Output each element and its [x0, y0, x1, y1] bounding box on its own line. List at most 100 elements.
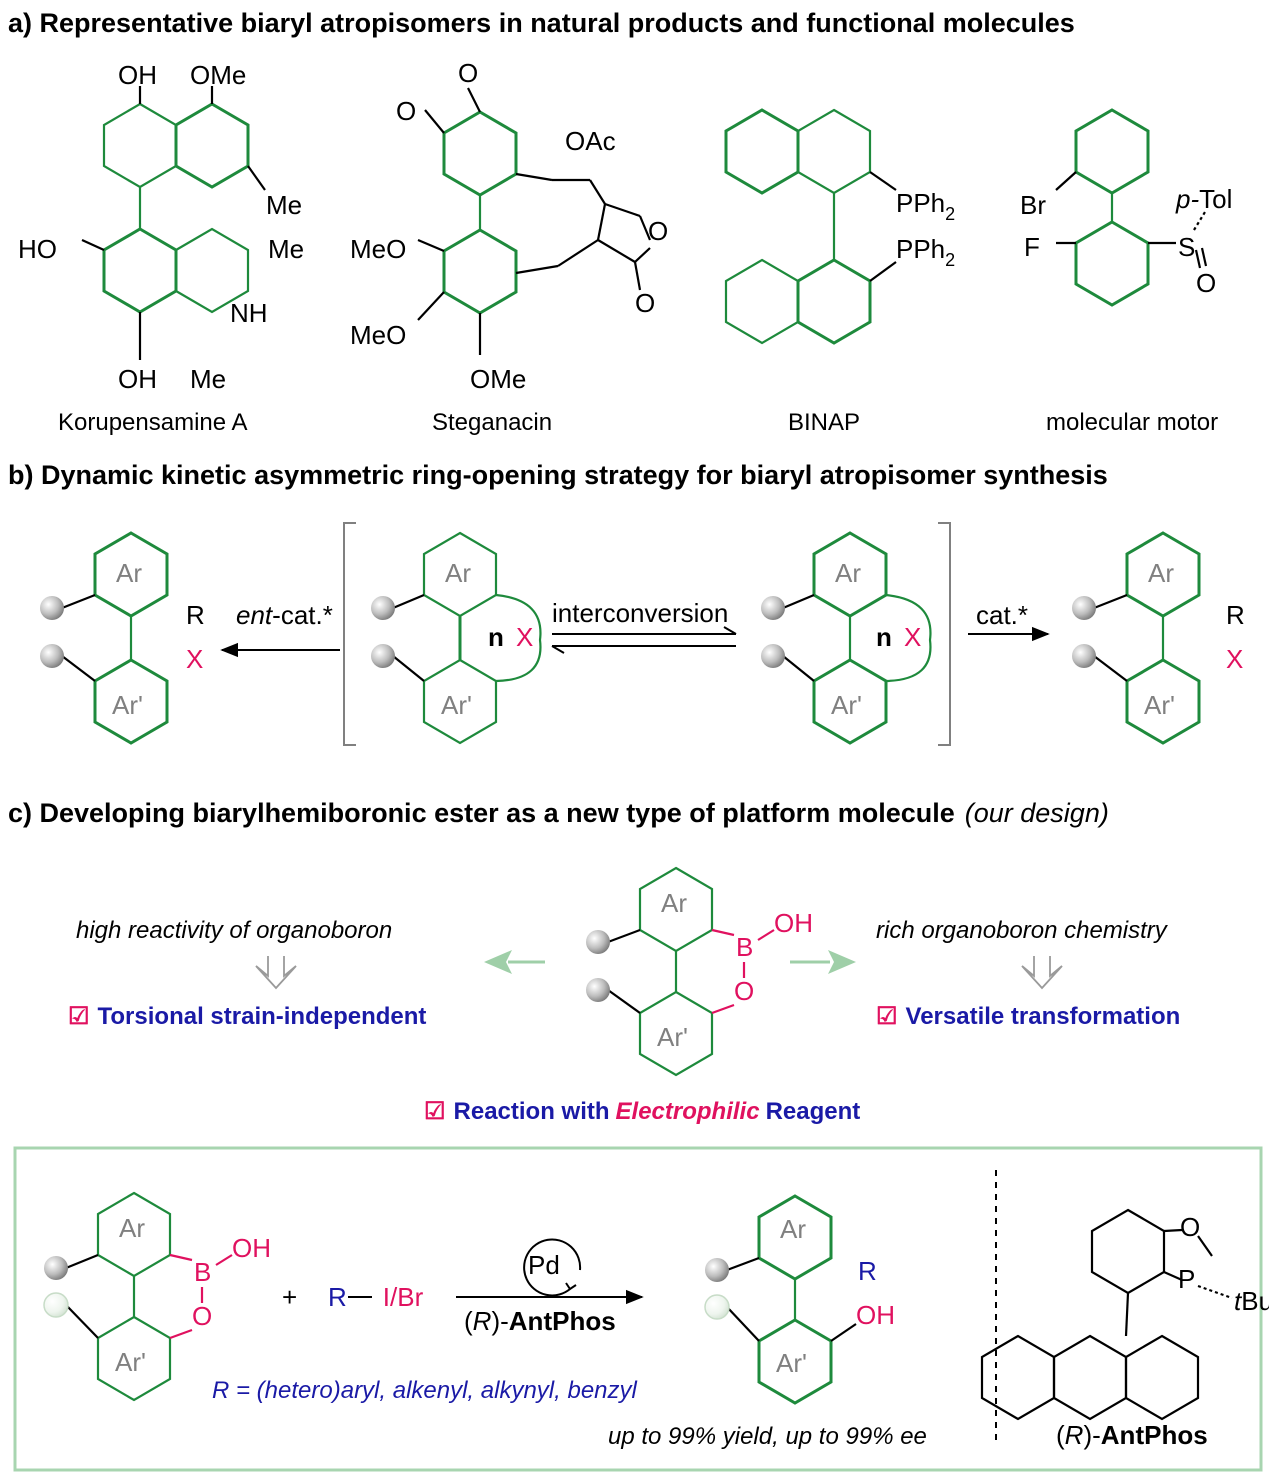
ring-label-ar-prime: Ar' [112, 690, 143, 720]
stega-label-o-3: O [648, 216, 668, 246]
label-ent-cat: ent-cat.* [236, 600, 333, 630]
antphos-label: (R)-AntPhos [1056, 1420, 1208, 1450]
ring-label-ar: Ar [119, 1213, 145, 1243]
ring-label-ar-prime: Ar' [831, 690, 862, 720]
antphos-structure [980, 1208, 1233, 1421]
stega-label-meo-1: MeO [350, 234, 406, 264]
molecular-motor-caption: molecular motor [1046, 409, 1218, 436]
substituent-ball-faded-icon [43, 1292, 69, 1318]
reaction-box-border [13, 1146, 1263, 1472]
bridge-x: X [516, 622, 533, 652]
korup-label-oh-bottom: OH [118, 364, 157, 394]
substituent-ball-icon [761, 644, 785, 668]
r-scope: R = (hetero)aryl, alkenyl, alkynyl, benz… [212, 1377, 638, 1404]
boron-o: O [734, 976, 754, 1006]
stega-label-meo-2: MeO [350, 320, 406, 350]
panel-a: a) Representative biaryl atropisomers in… [8, 8, 1232, 436]
substituent-ball-icon [44, 1256, 68, 1280]
stega-label-o-2: O [396, 96, 416, 126]
korupensamine-caption: Korupensamine A [58, 409, 247, 436]
boron-b: B [194, 1257, 211, 1287]
ring-label-ar-prime: Ar' [441, 690, 472, 720]
product-structure: Ar Ar' R OH [704, 1194, 895, 1405]
ring-label-ar-prime: Ar' [776, 1348, 807, 1378]
hemiboronic-ester-structure: Ar Ar' B OH O [586, 866, 813, 1077]
ring-size-n: n [488, 622, 504, 652]
steganacin-structure [417, 87, 652, 355]
right-text: rich organoboron chemistry [876, 917, 1169, 944]
left-text: high reactivity of organoboron [76, 917, 392, 944]
korup-label-me-1: Me [266, 190, 302, 220]
label-interconversion: interconversion [552, 598, 728, 628]
motor-label-f: F [1024, 232, 1040, 262]
panel-c-title: c) Developing biarylhemiboronic ester as… [8, 798, 1109, 828]
ring-label-ar: Ar [445, 558, 471, 588]
korup-label-ho: HO [18, 234, 57, 264]
antphos-o: O [1180, 1212, 1200, 1242]
stega-label-ome: OMe [470, 364, 526, 394]
substituent-ball-icon [586, 978, 610, 1002]
binap-structure [724, 108, 897, 345]
antphos-p: P [1178, 1264, 1195, 1294]
antphos-tbu: tBu [1234, 1286, 1269, 1316]
korup-label-ome: OMe [190, 60, 246, 90]
ring-label-ar: Ar [835, 558, 861, 588]
ring-size-n: n [876, 622, 892, 652]
bracket-left [343, 522, 356, 746]
product-right: Ar Ar' R X [1072, 531, 1245, 745]
green-arrow-right-icon [790, 950, 856, 974]
korup-label-oh-top: OH [118, 60, 157, 90]
hollow-down-arrow-right [1021, 956, 1063, 990]
bracket-right [938, 522, 951, 746]
boron-oh: OH [232, 1233, 271, 1263]
ligand-label: (R)-AntPhos [464, 1306, 616, 1336]
panel-b: b) Dynamic kinetic asymmetric ring-openi… [8, 460, 1245, 746]
green-arrow-left-icon [484, 950, 545, 974]
stega-label-o-1: O [458, 58, 478, 88]
ring-label-ar-prime: Ar' [115, 1347, 146, 1377]
substituent-ball-icon [1072, 596, 1096, 620]
stega-label-o-4: O [635, 288, 655, 318]
ring-label-ar: Ar [116, 558, 142, 588]
substituent-x: X [186, 644, 203, 674]
boron-oh: OH [774, 908, 813, 938]
substituent-ball-icon [586, 930, 610, 954]
substituent-r: R [1226, 600, 1245, 630]
substituent-ball-icon [371, 596, 395, 620]
substituent-ball-icon [40, 644, 64, 668]
stega-label-oac: OAc [565, 126, 616, 156]
ring-label-ar-prime: Ar' [1144, 690, 1175, 720]
plus-sign: + [282, 1282, 297, 1312]
substituent-ball-faded-icon [704, 1294, 730, 1320]
motor-label-ptol: p-Tol [1175, 184, 1232, 214]
substituent-ball-icon [371, 644, 395, 668]
korup-label-nh: NH [230, 298, 268, 328]
substituent-r: R [186, 600, 205, 630]
bridge-x: X [904, 622, 921, 652]
binap-label-pph-1: PPh2 [896, 188, 955, 224]
catalytic-cycle-icon [523, 1238, 582, 1297]
korup-label-me-3: Me [190, 364, 226, 394]
motor-label-o: O [1196, 268, 1216, 298]
catalyst-pd: Pd [528, 1250, 560, 1280]
molecular-motor-structure [1055, 108, 1208, 307]
ring-label-ar: Ar [1148, 558, 1174, 588]
steganacin-caption: Steganacin [432, 409, 552, 436]
product-left: Ar Ar' R X [40, 531, 205, 745]
panel-a-title: a) Representative biaryl atropisomers in… [8, 8, 1075, 38]
label-cat: cat.* [976, 600, 1028, 630]
motor-label-s: S [1178, 232, 1195, 262]
korup-label-me-2: Me [268, 234, 304, 264]
hollow-down-arrow-left [255, 956, 297, 990]
motor-label-br: Br [1020, 190, 1046, 220]
ring-label-ar: Ar [780, 1214, 806, 1244]
product-r: R [858, 1256, 877, 1286]
left-feature: ☑Torsional strain-independent [68, 1003, 426, 1030]
boron-b: B [736, 932, 753, 962]
binap-label-pph-2: PPh2 [896, 234, 955, 270]
right-feature: ☑Versatile transformation [876, 1003, 1180, 1030]
binap-caption: BINAP [788, 409, 860, 436]
substituent-ball-icon [1072, 644, 1096, 668]
